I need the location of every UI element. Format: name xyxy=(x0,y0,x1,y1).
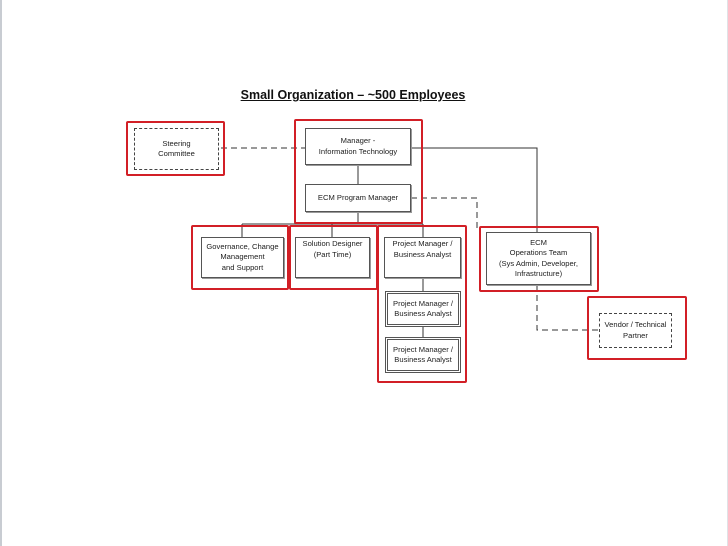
vendor-partner-box: Vendor / Technical Partner xyxy=(599,313,672,348)
connector-ops-vendor xyxy=(536,285,599,331)
ecm-operations-label: ECM Operations Team (Sys Admin, Develope… xyxy=(499,237,578,279)
pm-ba-box-2: Project Manager / Business Analyst xyxy=(385,291,461,327)
steering-committee-label: Steering Committee xyxy=(158,138,195,159)
pm-ba-label-1: Project Manager / Business Analyst xyxy=(392,239,453,259)
manager-it-box: Manager - Information Technology xyxy=(305,128,411,165)
highlight-pm-ba xyxy=(377,225,467,383)
ecm-program-manager-label: ECM Program Manager xyxy=(317,192,399,202)
vendor-partner-label: Vendor / Technical Partner xyxy=(604,320,667,340)
pm-ba-label-3: Project Manager / Business Analyst xyxy=(393,344,453,365)
steering-committee-box: Steering Committee xyxy=(134,128,219,170)
highlight-ops xyxy=(479,226,599,292)
solution-designer-box: Solution Designer (Part Time) xyxy=(295,237,370,278)
ecm-operations-box: ECM Operations Team (Sys Admin, Develope… xyxy=(486,232,591,285)
pm-ba-label-2: Project Manager / Business Analyst xyxy=(393,298,453,319)
highlight-governance xyxy=(191,225,289,290)
connector-ecmpm-ops-dashed xyxy=(411,197,478,232)
pm-ba-box-1: Project Manager / Business Analyst xyxy=(384,237,461,278)
pm-ba-box-3: Project Manager / Business Analyst xyxy=(385,337,461,373)
ecm-program-manager-box: ECM Program Manager xyxy=(305,184,411,212)
highlight-steering xyxy=(126,121,225,176)
diagram-title: Small Organization – ~500 Employees xyxy=(240,88,466,102)
manager-it-label: Manager - Information Technology xyxy=(318,136,398,156)
governance-label: Governance, Change Management and Suppor… xyxy=(206,241,279,272)
solution-designer-label: Solution Designer (Part Time) xyxy=(302,239,363,259)
connector-manager-ops xyxy=(411,147,538,232)
page-left-edge xyxy=(0,0,2,546)
highlight-vendor xyxy=(587,296,687,360)
governance-box: Governance, Change Management and Suppor… xyxy=(201,237,284,278)
highlight-management xyxy=(294,119,423,224)
